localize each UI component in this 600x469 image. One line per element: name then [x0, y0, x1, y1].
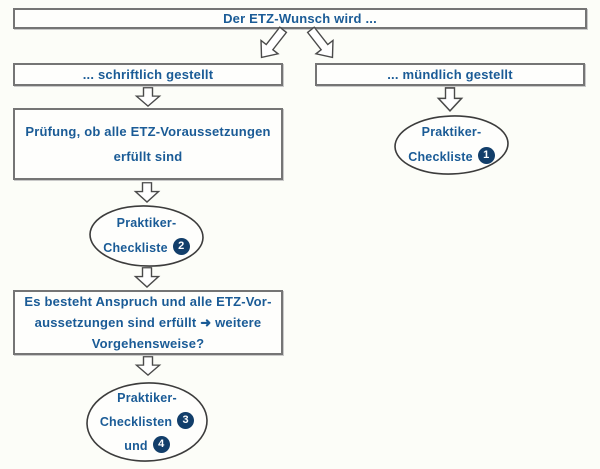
- checklist-1-line2: Checkliste: [408, 150, 473, 164]
- branch-arrow-left-icon: [260, 26, 288, 59]
- check-box: Prüfung, ob alle ETZ-Voraussetzungen erf…: [13, 108, 283, 180]
- down-arrow-verbal-icon: [436, 87, 464, 112]
- checklist-3-4-line1: Praktiker-: [117, 391, 177, 405]
- title-box: Der ETZ-Wunsch wird ...: [13, 8, 587, 29]
- checklist-1-line1: Praktiker-: [421, 125, 482, 139]
- verbal-box-label: ... mündlich gestellt: [387, 67, 513, 82]
- checklist-3-4-line2: Checklisten: [99, 415, 173, 429]
- title-box-label: Der ETZ-Wunsch wird ...: [223, 11, 377, 26]
- checklist-2-ellipse: Praktiker- Checkliste 2: [88, 204, 205, 268]
- written-box: ... schriftlich gestellt: [13, 63, 283, 86]
- checklist-2-badge: 2: [172, 238, 190, 256]
- down-arrow-check-icon: [133, 182, 161, 203]
- checklist-3-4-ellipse: Praktiker- Checklisten 3 und 4: [85, 381, 209, 463]
- check-box-label: Prüfung, ob alle ETZ-Voraussetzungen erf…: [25, 124, 271, 164]
- down-arrow-claim-icon: [134, 356, 162, 376]
- checklist-2-line1: Praktiker-: [116, 216, 177, 230]
- claim-box: Es besteht Anspruch und alle ETZ-Vor- au…: [13, 290, 283, 355]
- checklist-4-badge: 4: [152, 436, 170, 454]
- written-box-label: ... schriftlich gestellt: [82, 67, 214, 82]
- claim-box-label: Es besteht Anspruch und alle ETZ-Vor- au…: [24, 294, 272, 351]
- down-arrow-checklist2-icon: [133, 267, 161, 288]
- checklist-1-badge: 1: [477, 147, 495, 165]
- branch-arrow-right-icon: [306, 26, 334, 59]
- checklist-3-badge: 3: [177, 412, 195, 430]
- checklist-3-4-line3: und: [124, 439, 148, 453]
- ellipse-outline-icon: [86, 382, 208, 462]
- checklist-2-line2: Checkliste: [103, 241, 168, 255]
- verbal-box: ... mündlich gestellt: [315, 63, 585, 86]
- checklist-1-ellipse: Praktiker- Checkliste 1: [393, 114, 510, 176]
- down-arrow-written-icon: [134, 87, 162, 107]
